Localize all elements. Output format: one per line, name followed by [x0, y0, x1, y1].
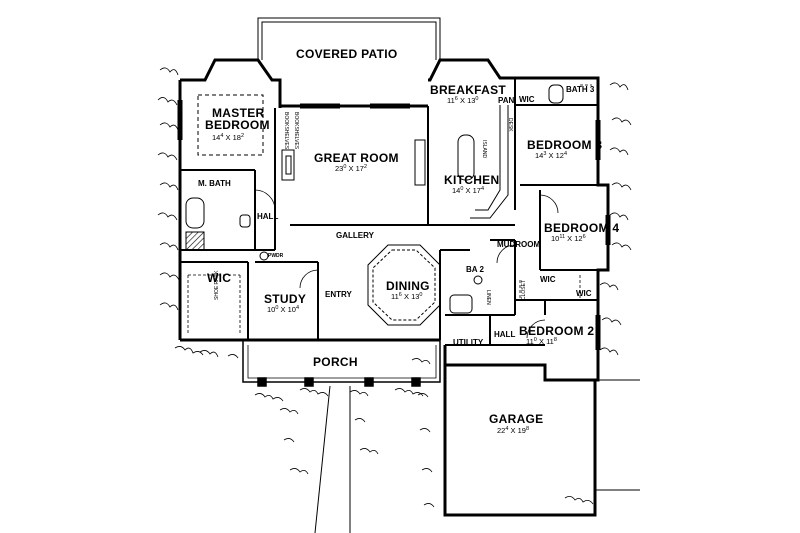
- bedroom2-dims: 110 X 118: [526, 337, 557, 346]
- dining-octagon: [367, 244, 441, 326]
- master-bath-label: M. BATH: [198, 179, 231, 188]
- master-bedroom-dims: 144 X 182: [212, 133, 245, 142]
- master-wic-label: WIC: [207, 271, 232, 285]
- closet-shelves: [187, 84, 592, 335]
- shoe-rack-label: SHOE RACK: [214, 270, 220, 300]
- utility-label: UTILITY: [453, 338, 484, 347]
- bookshelves-right-label: BOOKSHELVES: [293, 112, 299, 150]
- bath3-label: BATH 3: [566, 85, 595, 94]
- mudroom-label: MUDROOM: [497, 240, 541, 249]
- bath-fixtures: [185, 84, 564, 314]
- driveway-lines: [595, 379, 640, 491]
- bookshelves-left-label: BOOKSHELVES: [283, 112, 289, 150]
- powder-room-label: PWDR: [268, 253, 284, 259]
- dining-dims: 116 X 130: [391, 292, 423, 301]
- wic-b2-label: WIC: [576, 289, 592, 298]
- master-bedroom-label-2: BEDROOM: [205, 118, 270, 132]
- breakfast-label: BREAKFAST: [430, 83, 507, 97]
- covered-patio-outline: [257, 17, 441, 108]
- hall-left-label: HALL: [257, 212, 279, 221]
- bedroom4-label: BEDROOM 4: [544, 221, 620, 235]
- master-bedroom-label-1: MASTER: [212, 106, 265, 120]
- bedroom3-dims: 143 X 124: [535, 151, 568, 160]
- interior-walls: [180, 78, 608, 346]
- island-label: ISLAND: [481, 140, 487, 159]
- door-swings: [254, 189, 559, 339]
- study-label: STUDY: [264, 292, 307, 306]
- kitchen-counters: [414, 105, 509, 219]
- gallery-label: GALLERY: [336, 231, 374, 240]
- pantry-label: PAN.: [498, 96, 517, 105]
- linen-label: LINEN: [485, 290, 491, 305]
- kitchen-label: KITCHEN: [444, 173, 500, 187]
- fireplace: [281, 149, 295, 181]
- study-dims: 100 X 104: [267, 305, 300, 314]
- garage-dims: 224 X 198: [497, 426, 530, 435]
- great-room-label: GREAT ROOM: [314, 151, 399, 165]
- breakfast-dims: 116 X 130: [447, 96, 479, 105]
- covered-patio-label: COVERED PATIO: [296, 47, 398, 61]
- garage-label: GARAGE: [489, 412, 544, 426]
- porch-label: PORCH: [313, 355, 358, 369]
- desk-label: DESK: [507, 118, 513, 132]
- master-tray-ceiling: [197, 94, 264, 156]
- hall-right-label: HALL: [494, 330, 516, 339]
- closet-label: CLOSET: [521, 279, 527, 300]
- wic-b4-label: WIC: [540, 275, 556, 284]
- bedroom2-label: BEDROOM 2: [519, 324, 595, 338]
- entry-label: ENTRY: [325, 290, 352, 299]
- porch-outline: [242, 340, 441, 387]
- ba2-label: BA 2: [466, 265, 484, 274]
- landscaping-shrubs: [157, 67, 632, 508]
- kitchen-dims: 140 X 174: [452, 186, 485, 195]
- bedroom3-label: BEDROOM 3: [527, 138, 603, 152]
- dining-label: DINING: [386, 279, 430, 293]
- great-room-dims: 230 X 172: [335, 164, 368, 173]
- bedroom4-dims: 1011 X 126: [551, 234, 586, 243]
- windows: [177, 100, 611, 350]
- wic-top-label: WIC: [519, 95, 535, 104]
- walkway: [314, 385, 351, 533]
